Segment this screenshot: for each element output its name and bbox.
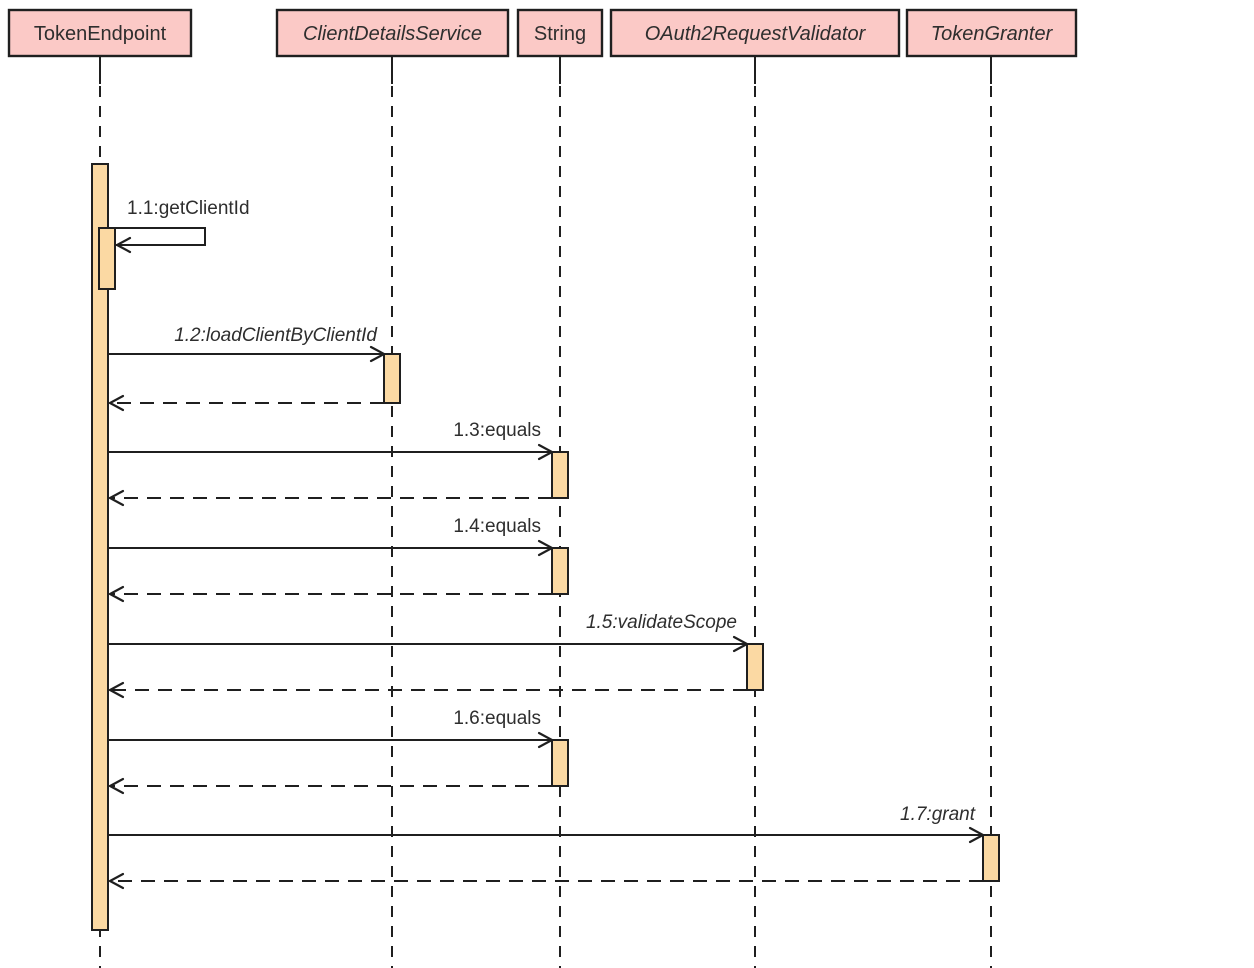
participant-box bbox=[609, 8, 901, 58]
message-label: 1.6:equals bbox=[453, 708, 541, 729]
self-message-arrow bbox=[114, 227, 206, 246]
activation-bar bbox=[746, 643, 764, 691]
activation-bar bbox=[551, 451, 569, 499]
message-label: 1.3:equals bbox=[453, 420, 541, 441]
message-return-arrowhead bbox=[107, 681, 125, 699]
participant-label: ClientDetailsService bbox=[303, 23, 482, 45]
participant-box bbox=[516, 8, 604, 58]
activation-bar bbox=[982, 834, 1000, 882]
participant-label: String bbox=[534, 23, 586, 45]
participant-box bbox=[7, 8, 193, 58]
participant-label: TokenGranter bbox=[931, 23, 1054, 45]
message-call-arrowhead bbox=[369, 345, 387, 363]
message-label: 1.2:loadClientByClientId bbox=[174, 325, 378, 346]
activation-bar bbox=[98, 227, 116, 290]
activation-bar bbox=[551, 547, 569, 595]
activation-bar bbox=[551, 739, 569, 787]
participant-box bbox=[905, 8, 1078, 58]
message-return-arrowhead bbox=[107, 394, 125, 412]
message-call-arrowhead bbox=[968, 826, 986, 844]
participant-label: TokenEndpoint bbox=[34, 23, 167, 45]
message-return-arrowhead bbox=[107, 872, 125, 890]
message-label: 1.4:equals bbox=[453, 516, 541, 537]
message-call-arrowhead bbox=[537, 539, 555, 557]
message-call-arrowhead bbox=[537, 443, 555, 461]
self-message-arrowhead bbox=[114, 236, 132, 254]
message-label: 1.7:grant bbox=[900, 804, 976, 825]
message-call-arrowhead bbox=[732, 635, 750, 653]
message-call-arrowhead bbox=[537, 731, 555, 749]
message-label: 1.5:validateScope bbox=[586, 612, 737, 633]
message-label: 1.1:getClientId bbox=[127, 198, 250, 219]
participant-box bbox=[275, 8, 510, 58]
message-return-arrowhead bbox=[107, 489, 125, 507]
participant-label: OAuth2RequestValidator bbox=[645, 23, 867, 45]
activation-bar bbox=[383, 353, 401, 404]
message-return-arrowhead bbox=[107, 585, 125, 603]
message-return-arrowhead bbox=[107, 777, 125, 795]
